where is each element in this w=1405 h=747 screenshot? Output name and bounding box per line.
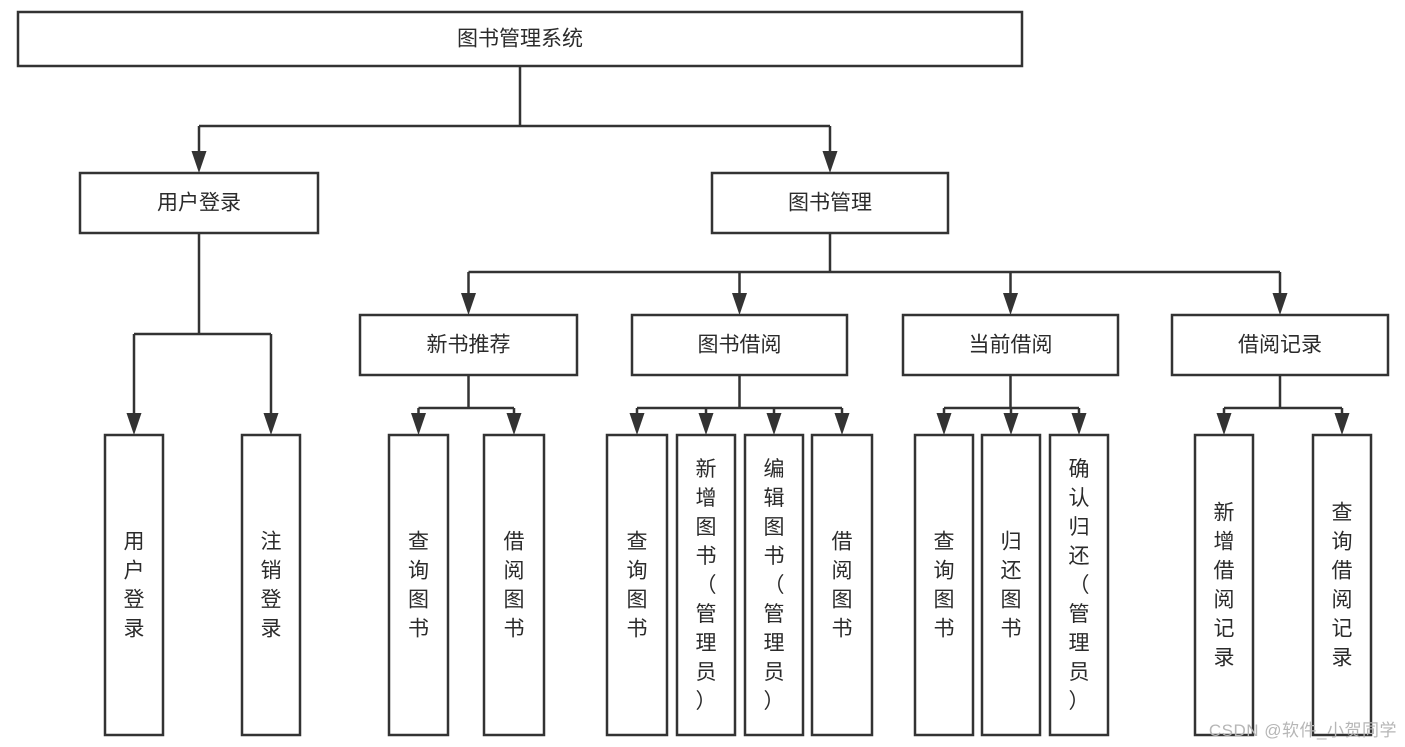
node-box: [743, 433, 805, 737]
arrow-head-icon: [1272, 293, 1288, 315]
node-box: [1048, 433, 1110, 737]
node-box: [605, 433, 669, 737]
node-label: 借阅图书: [832, 531, 853, 641]
node-box: [240, 433, 302, 737]
node-leaf_8[interactable]: 查询图书: [913, 433, 975, 737]
node-leaf_9[interactable]: 归还图书: [980, 433, 1042, 737]
node-box: [901, 313, 1120, 377]
arrow-head-icon: [191, 151, 207, 173]
csdn-watermark: CSDN @软件_小贺同学: [1208, 721, 1397, 740]
arrow-head-icon: [1003, 413, 1019, 435]
node-label: 查询借阅记录: [1332, 502, 1353, 670]
node-label: 查询图书: [408, 531, 429, 641]
nodes-layer: 图书管理系统用户登录图书管理新书推荐图书借阅当前借阅借阅记录用户登录注销登录查询…: [16, 10, 1390, 737]
arrow-head-icon: [506, 413, 522, 435]
node-leaf_4[interactable]: 查询图书: [605, 433, 669, 737]
node-label: 确认归还（管理员）: [1069, 458, 1090, 713]
node-label: 图书管理: [788, 192, 872, 215]
node-box: [1193, 433, 1255, 737]
node-leaf_3[interactable]: 借阅图书: [482, 433, 546, 737]
node-label: 用户登录: [157, 192, 241, 215]
arrow-head-icon: [936, 413, 952, 435]
node-label: 图书借阅: [698, 334, 782, 357]
arrow-head-icon: [1334, 413, 1350, 435]
arrow-head-icon: [732, 293, 747, 315]
node-label: 当前借阅: [969, 334, 1053, 357]
node-box: [482, 433, 546, 737]
node-l2_1[interactable]: 图书借阅: [630, 313, 849, 377]
node-box: [980, 433, 1042, 737]
arrow-head-icon: [411, 413, 426, 435]
node-label: 新增图书（管理员）: [696, 458, 717, 713]
arrow-head-icon: [461, 293, 476, 315]
node-leaf_5[interactable]: 新增图书（管理员）: [675, 433, 737, 737]
node-box: [630, 313, 849, 377]
node-box: [78, 171, 320, 235]
node-box: [16, 10, 1024, 68]
node-l1_1[interactable]: 图书管理: [710, 171, 950, 235]
node-box: [913, 433, 975, 737]
node-box: [1170, 313, 1390, 377]
node-label: 归还图书: [1001, 531, 1022, 641]
node-box: [710, 171, 950, 235]
node-label: 编辑图书（管理员）: [764, 458, 785, 713]
node-root[interactable]: 图书管理系统: [16, 10, 1024, 68]
arrow-head-icon: [126, 413, 142, 435]
node-leaf_1[interactable]: 注销登录: [240, 433, 302, 737]
node-l2_3[interactable]: 借阅记录: [1170, 313, 1390, 377]
node-label: 借阅图书: [504, 531, 525, 641]
arrow-head-icon: [834, 413, 850, 435]
node-label: 借阅记录: [1238, 334, 1322, 357]
node-leaf_2[interactable]: 查询图书: [387, 433, 450, 737]
arrow-head-icon: [629, 413, 645, 435]
node-leaf_11[interactable]: 新增借阅记录: [1193, 433, 1255, 737]
node-leaf_7[interactable]: 借阅图书: [810, 433, 874, 737]
arrow-head-icon: [766, 413, 782, 435]
node-leaf_6[interactable]: 编辑图书（管理员）: [743, 433, 805, 737]
node-box: [358, 313, 579, 377]
node-label: 新增借阅记录: [1214, 502, 1235, 670]
node-box: [810, 433, 874, 737]
arrow-head-icon: [1003, 293, 1018, 315]
arrow-head-icon: [822, 151, 838, 173]
node-label: 查询图书: [627, 531, 648, 641]
node-l2_2[interactable]: 当前借阅: [901, 313, 1120, 377]
node-box: [103, 433, 165, 737]
node-leaf_0[interactable]: 用户登录: [103, 433, 165, 737]
node-box: [675, 433, 737, 737]
arrow-head-icon: [263, 413, 279, 435]
node-label: 用户登录: [124, 531, 145, 641]
node-label: 图书管理系统: [457, 28, 583, 51]
node-label: 新书推荐: [427, 334, 511, 357]
node-leaf_10[interactable]: 确认归还（管理员）: [1048, 433, 1110, 737]
edges-layer: [126, 66, 1350, 435]
node-leaf_12[interactable]: 查询借阅记录: [1311, 433, 1373, 737]
node-label: 查询图书: [934, 531, 955, 641]
arrow-head-icon: [698, 413, 714, 435]
node-label: 注销登录: [261, 531, 282, 641]
node-l2_0[interactable]: 新书推荐: [358, 313, 579, 377]
node-l1_0[interactable]: 用户登录: [78, 171, 320, 235]
arrow-head-icon: [1216, 413, 1232, 435]
node-box: [1311, 433, 1373, 737]
arrow-head-icon: [1071, 413, 1087, 435]
node-box: [387, 433, 450, 737]
